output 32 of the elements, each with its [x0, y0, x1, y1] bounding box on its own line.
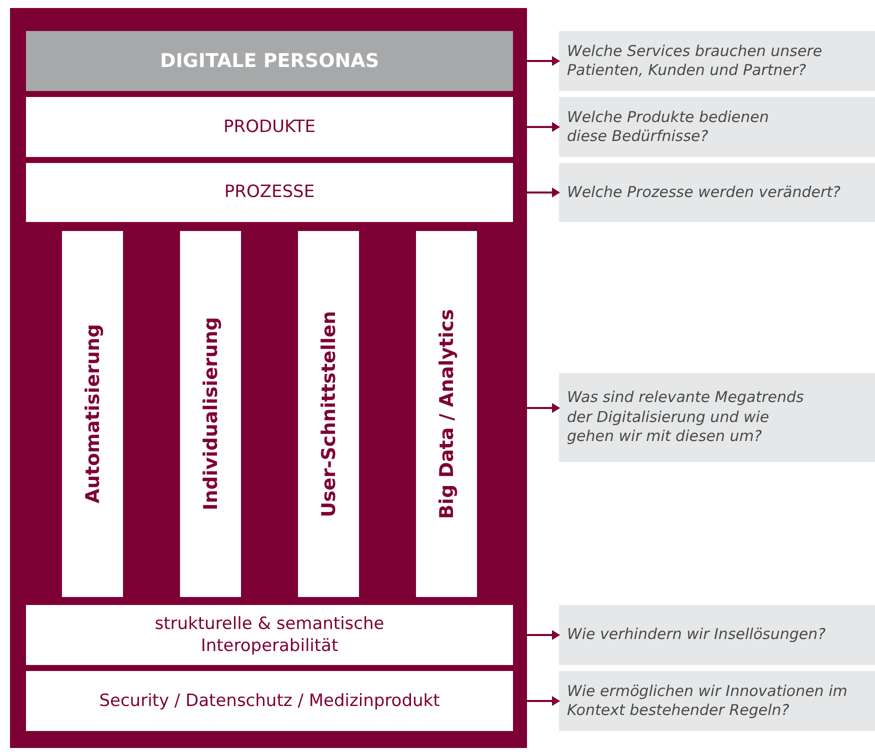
question-box — [559, 163, 875, 222]
layer-label: PRODUKTE — [224, 116, 316, 138]
question-text: Welche Prozesse werden verändert? — [567, 182, 841, 202]
pillar-label: Automatisierung — [82, 324, 104, 504]
layer-label: PROZESSE — [224, 181, 315, 204]
pillar-label: Individualisierung — [200, 317, 222, 511]
layer-bar — [26, 605, 513, 665]
frame-panel — [10, 8, 527, 748]
layer-title: DIGITALE PERSONAS — [160, 50, 380, 72]
question-text: Welche Services brauchen unsere Patienten, Kunden und Partner? — [567, 42, 824, 80]
arrow — [527, 403, 560, 413]
pillar-bar — [62, 231, 123, 597]
pillar-label: User-Schnittstellen — [318, 310, 340, 518]
layer-bar — [26, 97, 513, 157]
header-bar — [26, 31, 513, 91]
pillar-bar — [298, 231, 359, 597]
question-box — [559, 31, 875, 91]
question-text: Welche Produkte bedienen diese Bedürfnisse? — [567, 108, 770, 146]
layer-label: Security / Datenschutz / Medizinprodukt — [99, 690, 440, 712]
question-text: Wie verhindern wir Insellösungen? — [567, 625, 826, 645]
pillar-bar — [416, 231, 477, 597]
question-box — [559, 671, 875, 731]
question-text: Was sind relevante Megatrends der Digitalisierung und wie gehen wir mit diesen um? — [567, 388, 805, 447]
pillar-label: Big Data / Analytics — [436, 309, 458, 519]
question-box — [559, 605, 875, 665]
question-text: Wie ermöglichen wir Innovationen im Kontext bestehender Regeln? — [567, 682, 848, 720]
pillar-bar — [180, 231, 241, 597]
layer-bar — [26, 163, 513, 222]
layer-label: strukturelle & semantische Interoperabilität — [154, 612, 386, 658]
question-box — [559, 373, 875, 462]
question-box — [559, 97, 875, 157]
layer-bar — [26, 671, 513, 731]
